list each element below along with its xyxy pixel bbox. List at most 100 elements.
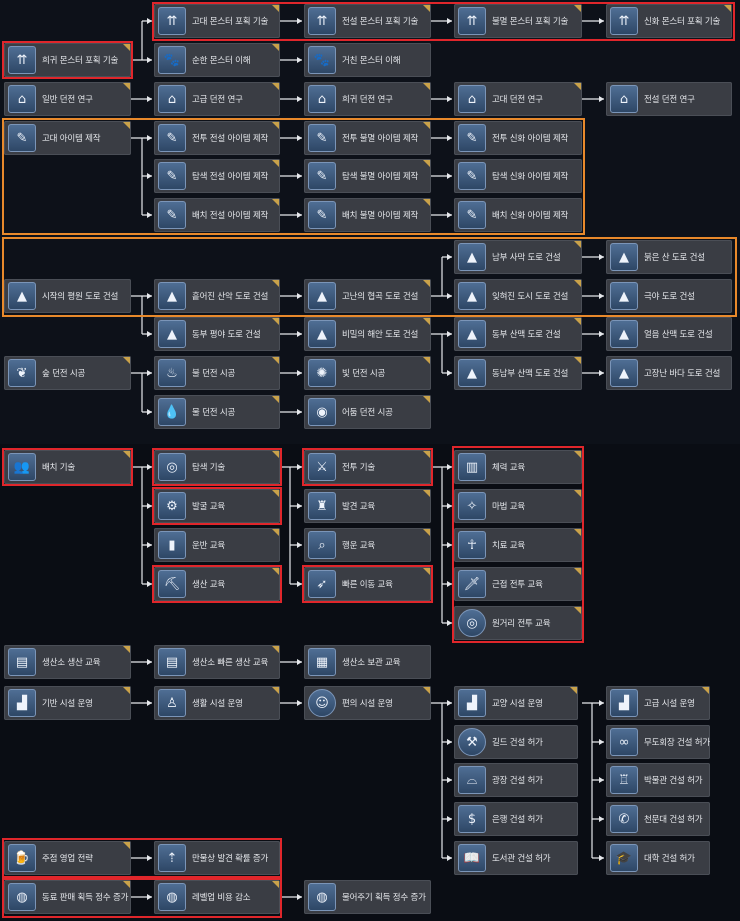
skill-node-magic-edu[interactable]: ✧마법 교육 (454, 489, 582, 523)
skill-node-factory-fast-production[interactable]: ▤생산소 빠른 생산 교육 (154, 645, 280, 679)
skill-node-water-dungeon[interactable]: 💧물 던전 시공 (154, 395, 280, 429)
skill-node-library-permit[interactable]: 📖도서관 건설 허가 (454, 841, 578, 875)
skill-node-road-east-plain[interactable]: ▲동부 평야 도로 건설 (154, 317, 280, 351)
skill-node-road-red-mountain[interactable]: ▲붉은 산 도로 건설 (606, 240, 732, 274)
skill-node-road-start-plain[interactable]: ▲시작의 평원 도로 건설 (4, 279, 131, 313)
skill-node-ancient-item-craft[interactable]: ✎고대 아이템 제작 (4, 121, 131, 155)
skill-node-luck-edu[interactable]: ⌕행운 교육 (304, 528, 431, 562)
corner-star-icon (272, 199, 279, 206)
skill-node-deploy-mythic-craft[interactable]: ✎배치 신화 아이템 제작 (454, 198, 582, 232)
skill-node-dark-dungeon[interactable]: ◉어둠 던전 시공 (304, 395, 431, 429)
skill-node-mythic-monster-capture[interactable]: ⇈신화 몬스터 포획 기술 (606, 4, 732, 38)
skill-node-fire-dungeon[interactable]: ♨불 던전 시공 (154, 356, 280, 390)
skill-node-guild-permit[interactable]: ⚒길드 건설 허가 (454, 725, 578, 759)
skill-node-explore-legendary-craft[interactable]: ✎탐색 전설 아이템 제작 (154, 159, 280, 193)
skill-node-merchant-chance[interactable]: ⇡만물상 발견 확률 증가 (154, 841, 280, 875)
skill-node-levelup-cost[interactable]: ◍레벨업 비용 감소 (154, 880, 280, 914)
corner-star-icon (423, 357, 430, 364)
skill-node-road-scattered-mountain[interactable]: ▲흩어진 산악 도로 건설 (154, 279, 280, 313)
plaza-icon: ⌓ (458, 766, 486, 794)
skill-node-road-ice-range[interactable]: ▲얼음 산맥 도로 건설 (606, 317, 732, 351)
skill-node-deploy-legendary-craft[interactable]: ✎배치 전설 아이템 제작 (154, 198, 280, 232)
corner-star-icon (272, 396, 279, 403)
hammer-wrench-icon: ⚒ (458, 728, 486, 756)
corner-star-icon (272, 5, 279, 12)
skill-node-bank-permit[interactable]: $은행 건설 허가 (454, 802, 578, 836)
corner-star-icon (123, 687, 130, 694)
skill-node-road-polar-night[interactable]: ▲극야 도로 건설 (606, 279, 732, 313)
skill-node-excavation-edu[interactable]: ⚙발굴 교육 (154, 489, 280, 523)
skill-node-melee-edu[interactable]: 🗡근접 전투 교육 (454, 567, 582, 601)
corner-star-icon (574, 241, 581, 248)
museum-icon: ♖ (610, 766, 638, 794)
skill-node-healing-edu[interactable]: ☥치료 교육 (454, 528, 582, 562)
skill-node-plaza-permit[interactable]: ⌓광장 건설 허가 (454, 763, 578, 797)
factory-icon: ▤ (8, 648, 36, 676)
corner-star-icon (123, 44, 130, 51)
skill-node-combat-immortal-craft[interactable]: ✎전투 불멸 아이템 제작 (304, 121, 431, 155)
skill-node-deploy-tech[interactable]: 👥배치 기술 (4, 450, 131, 484)
skill-node-companion-sale[interactable]: ◍동료 판매 획득 정수 증가 (4, 880, 131, 914)
skill-node-observatory-permit[interactable]: ✆천문대 건설 허가 (606, 802, 710, 836)
skill-node-ranged-edu[interactable]: ◎원거리 전투 교육 (454, 606, 582, 640)
skill-node-explore-tech[interactable]: ◎탐색 기술 (154, 450, 280, 484)
skill-node-road-southeast-range[interactable]: ▲동남부 산맥 도로 건설 (454, 356, 582, 390)
skill-node-road-broken-sea[interactable]: ▲고장난 바다 도로 건설 (606, 356, 732, 390)
skill-node-museum-permit[interactable]: ♖박물관 건설 허가 (606, 763, 710, 797)
skill-node-premium-ops[interactable]: ▟고급 시설 운영 (606, 686, 710, 720)
skill-node-tavern-strategy[interactable]: 🍺주점 영업 전략 (4, 841, 131, 875)
building-icon: ▟ (8, 689, 36, 717)
skill-node-road-forgotten-city[interactable]: ▲잊혀진 도시 도로 건설 (454, 279, 582, 313)
discovery-icon: ♜ (308, 492, 336, 520)
corner-star-icon (423, 490, 430, 497)
coins-icon: ◍ (158, 883, 186, 911)
skill-node-combat-legendary-craft[interactable]: ✎전투 전설 아이템 제작 (154, 121, 280, 155)
skill-node-production-edu[interactable]: ⛏생산 교육 (154, 567, 280, 601)
skill-node-university-permit[interactable]: 🎓대학 건설 허가 (606, 841, 710, 875)
corner-star-icon (423, 5, 430, 12)
skill-node-combat-tech[interactable]: ⚔전투 기술 (304, 450, 431, 484)
skill-node-road-hardship-canyon[interactable]: ▲고난의 협곡 도로 건설 (304, 279, 431, 313)
skill-node-advanced-dungeon[interactable]: ⌂고급 던전 연구 (154, 82, 280, 116)
skill-node-living-ops[interactable]: ♙생활 시설 운영 (154, 686, 280, 720)
skill-node-explore-immortal-craft[interactable]: ✎탐색 불멸 아이템 제작 (304, 159, 431, 193)
skill-node-wild-monster[interactable]: 🐾거친 몬스터 이해 (304, 43, 431, 77)
corner-star-icon (724, 5, 731, 12)
skill-node-deploy-immortal-craft[interactable]: ✎배치 불멸 아이템 제작 (304, 198, 431, 232)
skill-node-discovery-edu[interactable]: ♜발견 교육 (304, 489, 431, 523)
skill-node-explore-mythic-craft[interactable]: ✎탐색 신화 아이템 제작 (454, 159, 582, 193)
skill-node-legendary-dungeon[interactable]: ⌂전설 던전 연구 (606, 82, 732, 116)
corner-star-icon (574, 83, 581, 90)
skill-node-light-dungeon[interactable]: ✺빛 던전 시공 (304, 356, 431, 390)
skill-node-stamina-edu[interactable]: ▥체력 교육 (454, 450, 582, 484)
skill-node-forest-dungeon[interactable]: ❦숲 던전 시공 (4, 356, 131, 390)
skill-node-gentle-monster[interactable]: 🐾순한 몬스터 이해 (154, 43, 280, 77)
road-icon: ▲ (158, 282, 186, 310)
skill-node-transport-edu[interactable]: ▮운반 교육 (154, 528, 280, 562)
road-icon: ▲ (458, 359, 486, 387)
skill-node-factory-storage[interactable]: ▦생산소 보관 교육 (304, 645, 431, 679)
skill-node-legendary-monster-capture[interactable]: ⇈전설 몬스터 포획 기술 (304, 4, 431, 38)
skill-node-immortal-monster-capture[interactable]: ⇈불멸 몬스터 포획 기술 (454, 4, 582, 38)
skill-node-combat-mythic-craft[interactable]: ✎전투 신화 아이템 제작 (454, 121, 582, 155)
skill-node-culture-ops[interactable]: ▟교양 시설 운영 (454, 686, 578, 720)
corner-star-icon (272, 646, 279, 653)
corner-star-icon (123, 122, 130, 129)
skill-node-rare-monster-capture[interactable]: ⇈희귀 몬스터 포획 기술 (4, 43, 131, 77)
monster-capture-icon: ⇈ (458, 7, 486, 35)
skill-node-infra-ops[interactable]: ▟기반 시설 운영 (4, 686, 131, 720)
skill-node-factory-production[interactable]: ▤생산소 생산 교육 (4, 645, 131, 679)
skill-node-ancient-monster-capture[interactable]: ⇈고대 몬스터 포획 기술 (154, 4, 280, 38)
skill-node-ballroom-permit[interactable]: ∞무도회장 건설 허가 (606, 725, 710, 759)
skill-node-fetch-essence[interactable]: ◍물어주기 획득 정수 증가 (304, 880, 431, 914)
crafting-icon: ✎ (308, 162, 336, 190)
skill-node-ancient-dungeon[interactable]: ⌂고대 던전 연구 (454, 82, 582, 116)
skill-node-fast-move-edu[interactable]: ➶빠른 이동 교육 (304, 567, 431, 601)
skill-node-rare-dungeon[interactable]: ⌂희귀 던전 연구 (304, 82, 431, 116)
skill-node-road-secret-coast[interactable]: ▲비밀의 해안 도로 건설 (304, 317, 431, 351)
corner-star-icon (423, 160, 430, 167)
skill-node-normal-dungeon[interactable]: ⌂일반 던전 연구 (4, 82, 131, 116)
skill-node-road-east-range[interactable]: ▲동부 산맥 도로 건설 (454, 317, 582, 351)
skill-node-amenity-ops[interactable]: ☺편의 시설 운영 (304, 686, 431, 720)
skill-node-road-n23[interactable]: ▲남부 사막 도로 건설 (454, 240, 582, 274)
